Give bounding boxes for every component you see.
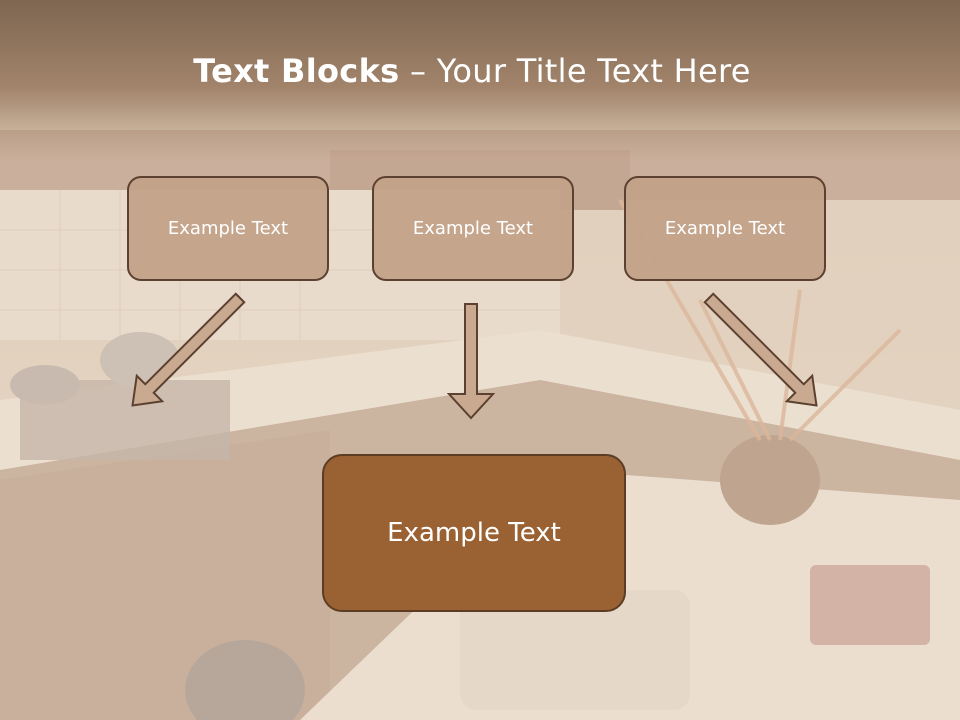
header-band	[0, 0, 960, 160]
text-block-2[interactable]: Example Text	[372, 176, 574, 281]
title-bold-part: Text Blocks	[193, 52, 400, 90]
title-rest-part: – Your Title Text Here	[399, 52, 751, 90]
text-block-3[interactable]: Example Text	[624, 176, 826, 281]
arrow-center-icon	[446, 303, 496, 420]
text-block-1-label: Example Text	[167, 218, 289, 239]
main-text-block[interactable]: Example Text	[322, 454, 626, 612]
arrow-right-icon	[703, 292, 818, 407]
text-block-3-label: Example Text	[664, 218, 786, 239]
text-block-2-label: Example Text	[412, 218, 534, 239]
text-block-1[interactable]: Example Text	[127, 176, 329, 281]
slide-title: Text Blocks – Your Title Text Here	[0, 52, 944, 90]
arrow-left-icon	[131, 292, 246, 407]
main-text-block-label: Example Text	[387, 518, 561, 548]
